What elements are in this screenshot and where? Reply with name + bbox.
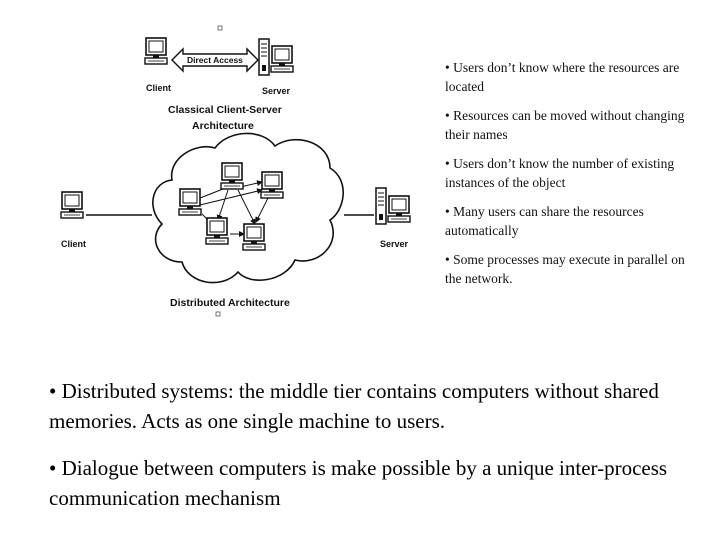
top-server-label: Server [262, 86, 291, 96]
bottom-client-label: Client [61, 239, 86, 249]
small-square-icon [217, 25, 223, 31]
bottom-server-label: Server [380, 239, 409, 249]
direct-access-arrow: Direct Access [171, 47, 259, 73]
network-cloud [152, 132, 344, 284]
right-bullet-list: • Users don’t know where the resources a… [445, 58, 700, 298]
right-bullet: • Users don’t know the number of existin… [445, 156, 675, 190]
bottom-bullet-list: • Distributed systems: the middle tier c… [49, 376, 699, 530]
direct-access-label: Direct Access [187, 55, 243, 65]
right-bullet: • Users don’t know where the resources a… [445, 60, 680, 94]
bottom-bullet: • Dialogue between computers is make pos… [49, 456, 668, 510]
classical-title-line1: Classical Client-Server [168, 104, 282, 116]
small-square-icon-2 [215, 311, 221, 317]
distributed-server-icon [375, 187, 411, 225]
client-computer-icon [144, 37, 168, 65]
server-icon [258, 38, 294, 76]
classical-title-line2: Architecture [192, 120, 254, 132]
top-client-label: Client [146, 83, 171, 93]
bottom-bullet: • Distributed systems: the middle tier c… [49, 379, 659, 433]
right-bullet: • Many users can share the resources aut… [445, 204, 644, 238]
right-bullet: • Some processes may execute in parallel… [445, 252, 685, 286]
right-bullet: • Resources can be moved without changin… [445, 108, 685, 142]
distributed-client-icon [60, 191, 84, 219]
distributed-title: Distributed Architecture [170, 297, 290, 309]
